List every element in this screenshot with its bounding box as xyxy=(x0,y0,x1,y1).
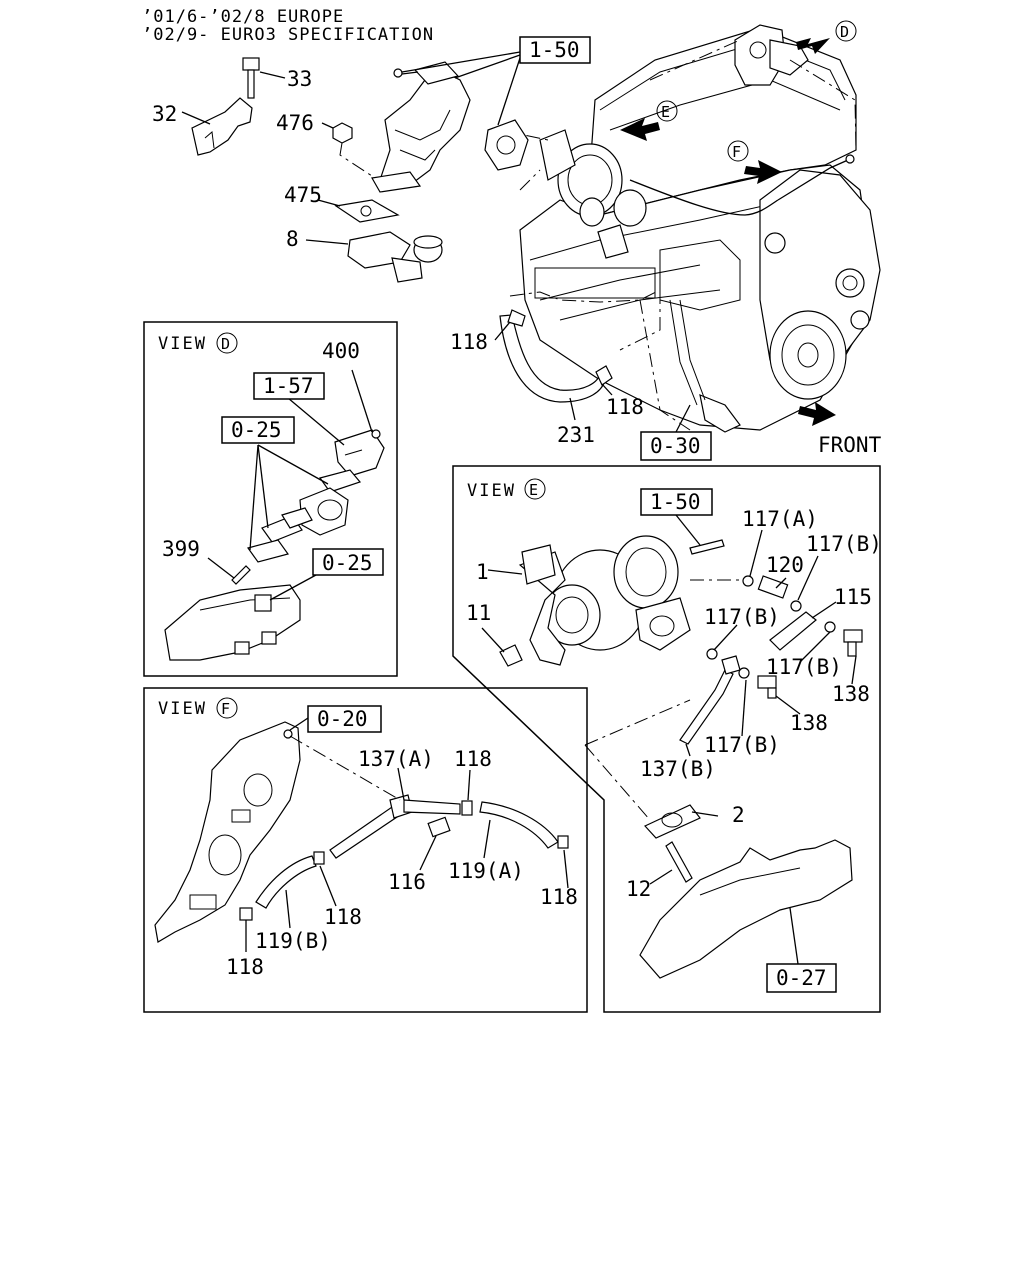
callout-476: 476 xyxy=(276,111,314,135)
refbox-0-30-frame xyxy=(640,431,712,461)
view-d-title: VIEW xyxy=(158,334,207,354)
front-label: FRONT xyxy=(818,433,882,457)
view-e-callout-12: 12 xyxy=(626,877,651,901)
view-f-callout-118-right: 118 xyxy=(540,885,578,909)
view-e-callout-138-right: 138 xyxy=(832,682,870,706)
view-e-callout-117b-low: 117(B) xyxy=(704,733,780,757)
front-arrow: FRONT xyxy=(798,402,882,457)
part-475-gasket xyxy=(317,199,400,223)
view-d-refbox-0-25-b-frame xyxy=(312,548,384,576)
view-e-callout-1: 1 xyxy=(476,560,489,584)
view-f-refbox-0-20[interactable]: 0-20 xyxy=(317,707,368,731)
callout-231: 231 xyxy=(557,423,595,447)
view-e-refbox-0-27[interactable]: 0-27 xyxy=(776,966,827,990)
part-476-nut xyxy=(321,122,376,179)
part-8-egr-valve xyxy=(305,231,443,283)
view-arrow-e: E xyxy=(620,100,678,141)
hose-clamp-118 xyxy=(507,309,526,327)
view-e-callout-115: 115 xyxy=(834,585,872,609)
view-e-refbox-0-27-frame xyxy=(766,963,837,993)
part-32-bracket xyxy=(181,97,253,156)
arrow-letter-d: D xyxy=(840,23,849,41)
view-f-callout-118-mid: 118 xyxy=(324,905,362,929)
view-f-refbox-0-20-frame xyxy=(307,705,382,733)
refbox-0-30[interactable]: 0-30 xyxy=(650,434,701,458)
engine-assembly-drawing xyxy=(499,24,881,433)
callout-475: 475 xyxy=(284,183,322,207)
view-f-callout-119a: 119(A) xyxy=(448,859,524,883)
view-d-refbox-0-25-a-frame xyxy=(221,416,295,444)
view-e-refbox-1-50-frame xyxy=(640,488,713,516)
view-e-panel xyxy=(452,465,881,1013)
view-f-callout-119b: 119(B) xyxy=(255,929,331,953)
view-d-refbox-1-57[interactable]: 1-57 xyxy=(263,374,314,398)
spec-line-2: ’02/9- EURO3 SPECIFICATION xyxy=(142,25,434,45)
view-e-callout-137b: 137(B) xyxy=(640,757,716,781)
view-d-callout-400: 400 xyxy=(322,339,360,363)
view-d-thermostat-drawing xyxy=(164,429,385,661)
view-e-title: VIEW xyxy=(467,481,516,501)
view-f-panel xyxy=(143,687,588,1013)
view-f-callout-118-bottom: 118 xyxy=(226,955,264,979)
view-f-title: VIEW xyxy=(158,699,207,719)
view-e-callout-117a: 117(A) xyxy=(742,507,818,531)
view-arrow-f: F xyxy=(727,140,782,184)
view-f-callout-137a: 137(A) xyxy=(358,747,434,771)
exhaust-manifold-part xyxy=(371,61,471,193)
view-d-callout-399: 399 xyxy=(162,537,200,561)
view-e-callout-117b-top: 117(B) xyxy=(806,532,882,556)
view-e-turbocharger-drawing xyxy=(499,535,863,979)
view-e-letter: E xyxy=(529,481,538,499)
view-d-refbox-0-25-a[interactable]: 0-25 xyxy=(231,418,282,442)
view-d-panel xyxy=(143,321,398,677)
refbox-1-50-main[interactable]: 1-50 xyxy=(529,38,580,62)
view-arrow-d: D xyxy=(796,20,857,54)
view-e-callout-120: 120 xyxy=(766,553,804,577)
view-e-callout-11: 11 xyxy=(466,601,491,625)
view-d-refbox-1-57-frame xyxy=(253,372,325,400)
callout-32: 32 xyxy=(152,102,177,126)
refbox-1-50-main-frame xyxy=(519,36,591,64)
callout-118-left: 118 xyxy=(450,330,488,354)
view-d-refbox-0-25-b[interactable]: 0-25 xyxy=(322,551,373,575)
view-e-callout-138-left: 138 xyxy=(790,711,828,735)
view-f-callout-118-top: 118 xyxy=(454,747,492,771)
turbo-gasket-drawing xyxy=(484,119,529,171)
view-f-callout-116: 116 xyxy=(388,870,426,894)
view-e-callout-117b-right: 117(B) xyxy=(766,655,842,679)
arrow-letter-e: E xyxy=(661,103,670,121)
view-e-callout-117b-mid: 117(B) xyxy=(704,605,780,629)
view-e-refbox-1-50[interactable]: 1-50 xyxy=(650,490,701,514)
spec-line-1: ’01/6-’02/8 EUROPE xyxy=(142,7,344,27)
callout-33: 33 xyxy=(287,67,312,91)
view-f-letter: F xyxy=(221,700,230,718)
callout-118-right: 118 xyxy=(606,395,644,419)
view-e-callout-2: 2 xyxy=(732,803,745,827)
part-33-bolt xyxy=(242,57,286,99)
callout-8: 8 xyxy=(286,227,299,251)
view-d-letter: D xyxy=(221,335,230,353)
view-f-timing-cover-drawing xyxy=(154,721,569,943)
arrow-letter-f: F xyxy=(732,143,741,161)
